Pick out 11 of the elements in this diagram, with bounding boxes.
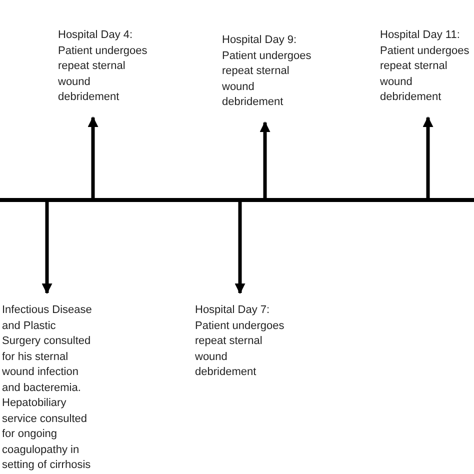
arrow <box>422 116 434 198</box>
event-note: Hospital Day 11: Patient undergoes repeat sternal wound debridement <box>380 28 472 106</box>
arrow <box>260 121 270 198</box>
event-note: Hospital Day 4: Patient undergoes repeat sternal wound debridement <box>58 28 150 106</box>
arrow <box>42 202 52 294</box>
event-note: Hospital Day 9: Patient undergoes repeat sternal wound debridement <box>222 33 314 110</box>
arrow <box>88 116 98 198</box>
event-note: Hospital Day 7: Patient undergoes repeat sternal wound debridement <box>195 303 287 380</box>
timeline-axis <box>0 198 474 202</box>
arrow <box>234 202 246 294</box>
event-note: Infectious Disease and Plastic Surgery consulted for his sternal wound infection and bacteremia. Hepatobiliary service consulted for ongoing coagulopathy in setting of cirrhosis <box>2 303 92 474</box>
